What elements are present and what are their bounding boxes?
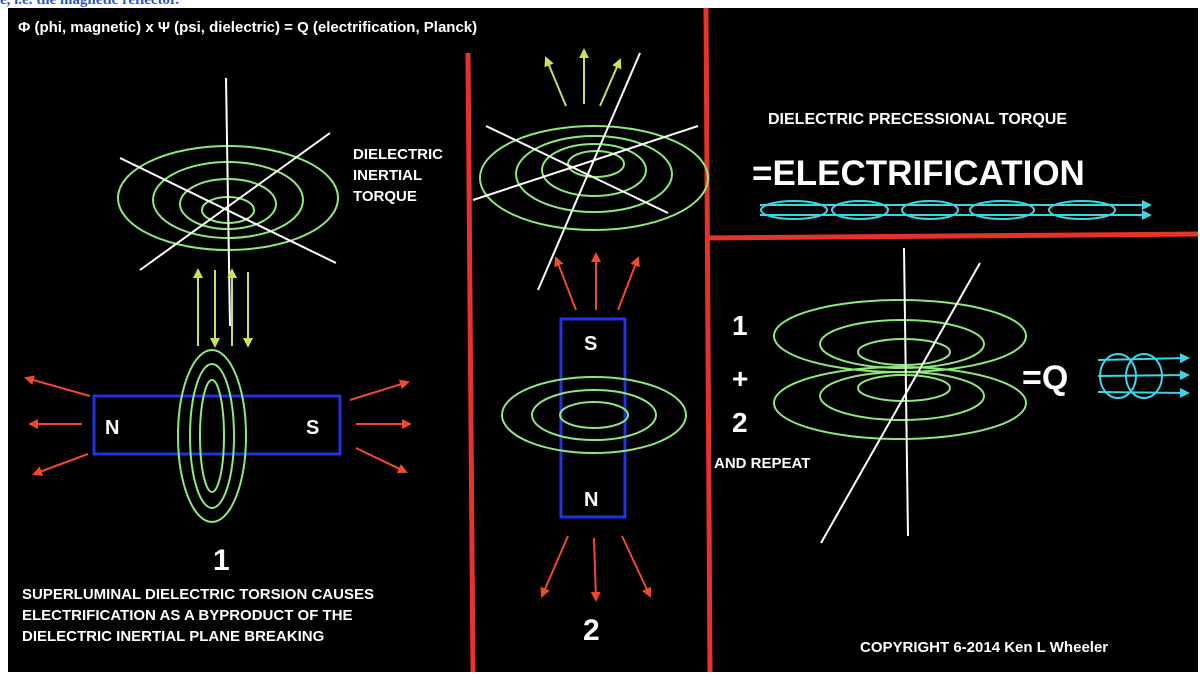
diagram-number-2: 2 — [583, 614, 600, 647]
red-down-arrows — [540, 535, 652, 602]
copyright-notice: COPYRIGHT 6-2014 Ken L Wheeler — [860, 639, 1108, 656]
and-repeat-label: AND REPEAT — [714, 455, 810, 472]
diagram-stage: Φ (phi, magnetic) x Ψ (psi, dielectric) … — [8, 7, 1199, 673]
combined-axes — [820, 247, 981, 544]
vertical-field-loops — [177, 349, 247, 523]
panel-2-field-loops — [501, 376, 687, 454]
q-electrification-symbol — [1097, 353, 1190, 399]
magnet-north-label: N — [105, 417, 119, 439]
bar-magnet-vertical: S N — [559, 317, 627, 519]
red-outflow-arrows-right — [349, 379, 412, 474]
magnet-north-label-2: N — [584, 489, 598, 511]
combined-field-lower — [773, 366, 1027, 440]
panel-2-axes — [472, 52, 699, 291]
panel-dividers — [465, 7, 1199, 673]
caption-line2: ELECTRIFICATION AS A BYPRODUCT OF THE — [22, 607, 353, 624]
panel-2-torus — [479, 125, 709, 231]
inertial-torque-label-line3: TORQUE — [353, 188, 417, 205]
torque-axes — [119, 77, 337, 327]
red-outflow-arrows-left — [24, 375, 91, 476]
step-2-label: 2 — [732, 407, 748, 438]
yellow-upward-arrows — [544, 48, 622, 107]
electrification-result: =ELECTRIFICATION — [752, 154, 1085, 193]
step-1-label: 1 — [732, 310, 748, 341]
inertial-torque-label-line2: INERTIAL — [353, 167, 422, 184]
inertial-torque-label-line1: DIELECTRIC — [353, 146, 443, 163]
q-result: =Q — [1022, 359, 1068, 397]
magnet-south-label-2: S — [584, 333, 597, 355]
magnet-south-label: S — [306, 417, 319, 439]
top-link-fragment[interactable]: e, i.e. the magnetic reflector. — [0, 0, 180, 8]
diagram-canvas: Φ (phi, magnetic) x Ψ (psi, dielectric) … — [18, 7, 1199, 673]
caption-line1: SUPERLUMINAL DIELECTRIC TORSION CAUSES — [22, 586, 374, 603]
diagram-number-1: 1 — [213, 544, 230, 577]
red-up-arrows — [554, 252, 640, 311]
yellow-flow-arrows — [193, 268, 253, 348]
caption-line3: DIELECTRIC INERTIAL PLANE BREAKING — [22, 628, 324, 645]
precessional-torque-title: DIELECTRIC PRECESSIONAL TORQUE — [768, 111, 1067, 128]
electrification-chain — [760, 200, 1152, 220]
header-formula: Φ (phi, magnetic) x Ψ (psi, dielectric) … — [18, 19, 477, 36]
panel-1-torus — [117, 77, 339, 327]
plus-sign: + — [732, 363, 748, 394]
combined-field-upper — [773, 299, 1027, 373]
bar-magnet-horizontal: N S — [92, 394, 342, 456]
